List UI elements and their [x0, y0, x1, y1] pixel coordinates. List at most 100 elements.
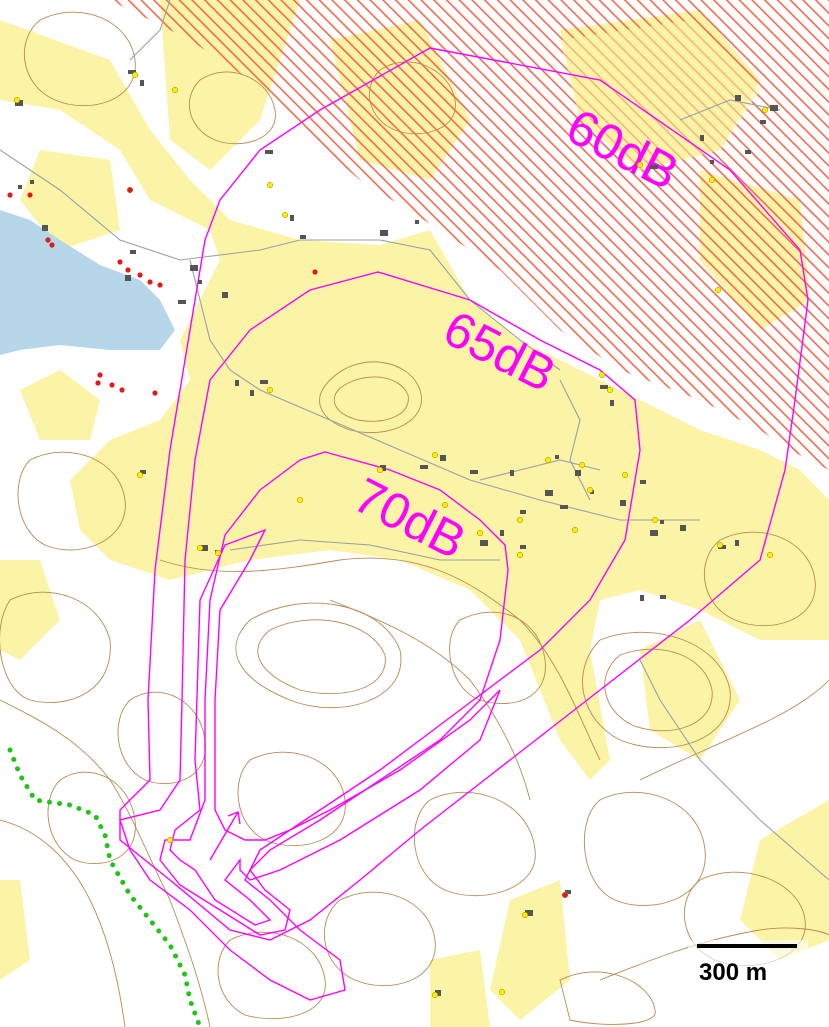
building [125, 275, 131, 281]
red-dot-marker [137, 272, 143, 278]
building [18, 185, 22, 189]
building [650, 530, 658, 536]
yellow-dot-marker [266, 386, 274, 394]
building [198, 280, 202, 284]
building [520, 510, 526, 514]
red-dot-marker [27, 192, 33, 198]
building [15, 100, 23, 106]
red-dot-marker [147, 279, 153, 285]
building [250, 390, 254, 396]
building [440, 455, 446, 461]
yellow-dot-marker [544, 456, 552, 464]
yellow-dot-marker [441, 501, 449, 509]
red-dot-marker [127, 187, 133, 193]
building [660, 595, 666, 599]
yellow-dot-marker [431, 451, 439, 459]
red-dot-marker [95, 380, 101, 386]
noise-contour-inner [169, 528, 501, 926]
noise-contours [119, 47, 809, 1001]
yellow-dot-markers [13, 71, 774, 999]
building [600, 385, 608, 389]
building [42, 225, 48, 231]
yellow-dot-marker [606, 386, 614, 394]
yellow-dot-marker [521, 911, 529, 919]
building [235, 380, 239, 386]
yellow-dot-marker [714, 286, 722, 294]
lake [0, 210, 175, 355]
hiking-trail [7, 747, 203, 1027]
building [640, 480, 646, 484]
building [140, 80, 144, 86]
red-dot-marker [49, 242, 55, 248]
building [555, 455, 559, 459]
yellow-dot-marker [281, 211, 289, 219]
building [710, 160, 714, 164]
building [380, 230, 388, 236]
yellow-dot-marker [636, 161, 644, 169]
red-dot-marker [45, 237, 51, 243]
building [178, 300, 186, 304]
building [200, 545, 208, 551]
red-dot-marker [157, 282, 163, 288]
building [300, 235, 306, 239]
red-dot-marker [7, 192, 13, 198]
yellow-dot-marker [516, 551, 524, 559]
red-dot-marker [109, 382, 115, 388]
yellow-dot-marker [651, 516, 659, 524]
yellow-dot-marker [136, 471, 144, 479]
building [560, 505, 568, 509]
red-dot-markers [7, 187, 568, 898]
building [415, 220, 419, 224]
building [760, 120, 766, 124]
building [770, 105, 778, 111]
building [735, 540, 739, 546]
red-dot-marker [312, 269, 318, 275]
yellow-dot-marker [516, 516, 524, 524]
building [420, 465, 428, 469]
yellow-dot-marker [598, 371, 606, 379]
building [745, 150, 751, 154]
yellow-dot-marker [571, 526, 579, 534]
buildings [15, 70, 778, 996]
red-dot-marker [119, 387, 125, 393]
building [610, 400, 614, 406]
scale-bar: 300 m [688, 940, 808, 990]
building [290, 215, 294, 221]
yellow-dot-marker [476, 529, 484, 537]
red-dot-marker [152, 390, 158, 396]
building [470, 470, 478, 474]
building [30, 180, 34, 184]
yellow-dot-marker [266, 181, 274, 189]
noise-contour-65db [119, 271, 641, 1001]
building [222, 292, 228, 298]
building [260, 380, 268, 384]
building [520, 545, 526, 549]
building [700, 135, 704, 141]
building [660, 520, 664, 524]
building [128, 70, 136, 74]
building [525, 910, 533, 916]
yellow-dot-marker [498, 988, 506, 996]
building [130, 250, 136, 254]
building [500, 530, 504, 536]
arrow-icon [209, 811, 241, 861]
yellow-dot-marker [621, 471, 629, 479]
building [140, 470, 146, 474]
building [620, 500, 626, 506]
yellow-dot-marker [13, 96, 21, 104]
yellow-dot-marker [171, 86, 179, 94]
red-dot-marker [117, 259, 123, 265]
building [735, 95, 741, 101]
yellow-dot-marker [761, 106, 769, 114]
building [190, 265, 198, 271]
yellow-dot-marker [196, 544, 204, 552]
yellow-dot-marker [578, 461, 586, 469]
building [510, 470, 514, 476]
yellow-dot-marker [708, 176, 716, 184]
noise-contour-70db [159, 451, 509, 936]
yellow-dot-marker [376, 466, 384, 474]
yellow-dot-marker [166, 836, 174, 844]
red-dot-marker [97, 372, 103, 378]
building [380, 465, 386, 471]
